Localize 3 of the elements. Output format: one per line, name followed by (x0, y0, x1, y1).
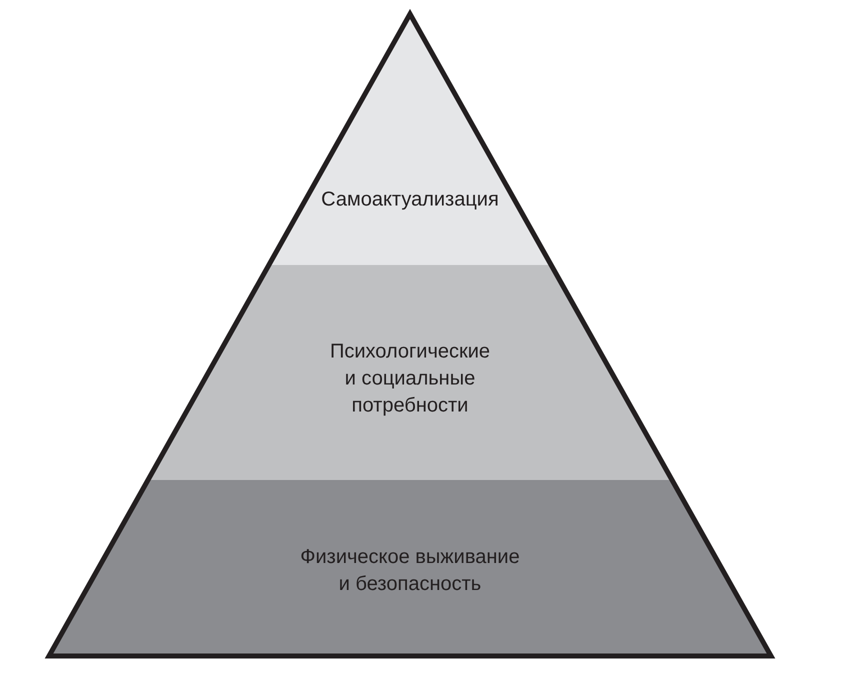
level-label: Физическое выживание и безопасность (300, 545, 520, 597)
level-label: Самоактуализация (320, 188, 500, 212)
level-label: Психологические и социальные потребности (329, 340, 491, 418)
